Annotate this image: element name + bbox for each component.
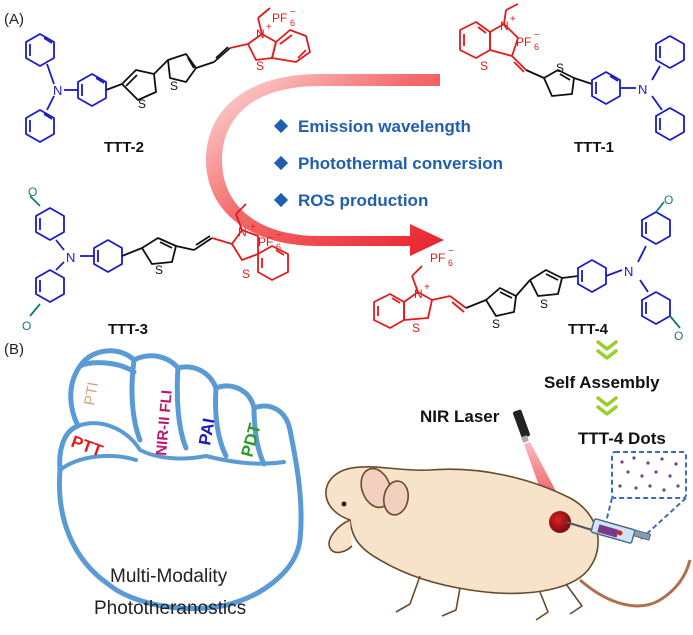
atom-n: N	[66, 250, 75, 265]
atom-o: O	[674, 329, 683, 343]
charge-plus: +	[250, 222, 256, 233]
atom-s: S	[556, 61, 564, 75]
atom-n-plus: N	[500, 19, 509, 33]
counterion-minus: −	[290, 7, 296, 18]
atom-o: O	[28, 185, 37, 199]
bullet-diamond	[273, 155, 289, 171]
laser-label: NIR Laser	[420, 407, 500, 426]
counterion-minus: −	[276, 230, 282, 241]
syringe-icon	[565, 518, 652, 544]
counterion-sub: 6	[534, 42, 539, 52]
molecule-ttt3: O O N S N	[22, 185, 289, 333]
self-assembly-label: Self Assembly	[544, 373, 660, 392]
mouse-illustration	[325, 466, 692, 621]
tumor	[549, 511, 571, 533]
atom-n: N	[624, 264, 633, 279]
molecule-label-ttt1: TTT-1	[574, 139, 614, 156]
molecule-label-ttt4: TTT-4	[568, 321, 609, 338]
property-list: Emission wavelength Photothermal convers…	[273, 117, 503, 210]
atom-s: S	[155, 263, 163, 277]
atom-s: S	[242, 267, 250, 281]
finger-label: NIR-II FLI	[153, 389, 176, 456]
molecule-ttt1: N + S PF 6 − S N	[459, 3, 685, 141]
charge-plus: +	[266, 22, 272, 33]
atom-s: S	[170, 79, 178, 93]
chevron-down-icon	[596, 396, 618, 416]
atom-o: O	[664, 193, 673, 207]
transformation-arrow	[206, 74, 444, 256]
counterion-sub: 6	[290, 18, 295, 28]
counterion-minus: −	[534, 30, 540, 41]
atom-n-plus: N	[414, 287, 423, 301]
atom-s: S	[412, 321, 420, 335]
counterion-pf: PF	[430, 251, 445, 265]
chevron-down-icon	[596, 340, 618, 360]
atom-s: S	[256, 59, 264, 73]
charge-plus: +	[424, 282, 430, 293]
atom-s: S	[540, 297, 548, 311]
property-item: Photothermal conversion	[298, 154, 503, 173]
counterion-sub: 6	[448, 258, 453, 268]
counterion-pf: PF	[516, 35, 531, 49]
molecule-ttt2: N S S N + S PF 6 −	[25, 7, 311, 143]
caption-line-1: Multi-Modality	[110, 566, 228, 587]
counterion-minus: −	[448, 246, 454, 257]
counterion-pf: PF	[272, 11, 287, 25]
dots-label: TTT-4 Dots	[578, 429, 666, 448]
fist-illustration	[56, 348, 304, 611]
charge-plus: +	[510, 14, 516, 25]
counterion-sub: 6	[276, 242, 281, 252]
finger-label: PAI	[195, 417, 218, 447]
property-item: ROS production	[298, 191, 428, 210]
molecule-ttt4: N + S PF 6 − S S N	[373, 193, 683, 343]
atom-o: O	[22, 319, 31, 333]
atom-n-plus: N	[238, 225, 247, 239]
atom-s: S	[492, 317, 500, 331]
molecule-label-ttt3: TTT-3	[108, 321, 148, 338]
atom-n: N	[53, 83, 62, 98]
finger-label: PTI	[81, 381, 102, 407]
atom-n: N	[638, 82, 647, 97]
atom-s: S	[480, 59, 488, 73]
atom-n-plus: N	[256, 27, 265, 41]
bullet-diamond	[273, 192, 289, 208]
panel-label-a: (A)	[4, 11, 24, 28]
atom-s: S	[138, 97, 146, 111]
molecule-label-ttt2: TTT-2	[104, 139, 144, 156]
counterion-pf: PF	[258, 235, 273, 249]
laser-pen-icon	[513, 409, 530, 443]
property-item: Emission wavelength	[298, 117, 471, 136]
bullet-diamond	[273, 118, 289, 134]
caption-line-2: Phototheranostics	[94, 598, 246, 619]
panel-label-b: (B)	[4, 341, 24, 358]
